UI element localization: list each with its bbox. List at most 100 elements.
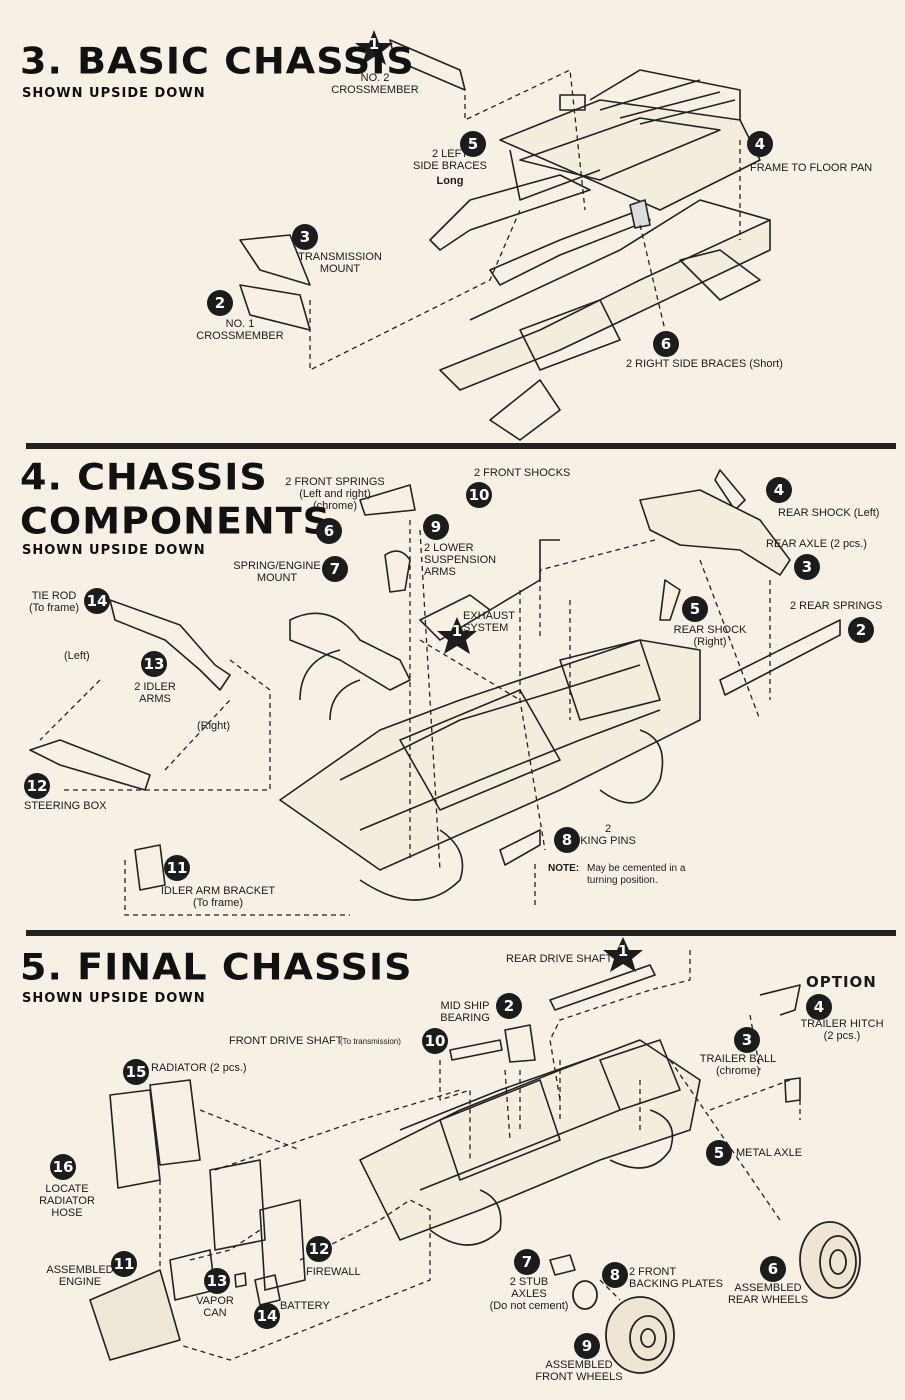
part-label-front-backing-plates: 2 FRONT BACKING PLATES	[629, 1266, 723, 1290]
note-text: May be cemented in a turning position.	[587, 863, 686, 886]
part-badge-s4-2: 2	[848, 617, 874, 643]
part-badge-s5-14: 14	[254, 1303, 280, 1329]
part-badge-s5-4: 4	[806, 994, 832, 1020]
part-label-assembled-front-wheels: ASSEMBLED FRONT WHEELS	[535, 1359, 623, 1383]
part-label-firewall: FIREWALL	[306, 1266, 361, 1278]
section-divider	[26, 443, 896, 449]
part-badge-s4-6: 6	[316, 518, 342, 544]
part-label-assembled-engine: ASSEMBLED ENGINE	[46, 1264, 114, 1288]
part-label-no2-crossmember: NO. 2 CROSSMEMBER	[331, 72, 419, 96]
part-badge-s4-3: 3	[794, 554, 820, 580]
part-label-front-shocks: 2 FRONT SHOCKS	[474, 467, 571, 479]
part-label-battery: BATTERY	[280, 1300, 330, 1312]
part-label-mid-ship-bearing: MID SHIP BEARING	[440, 1000, 490, 1024]
star-marker-section-3	[355, 30, 393, 65]
assembly-lines-section-5	[159, 950, 801, 1361]
section-4-title-line2: COMPONENTS	[20, 500, 332, 542]
part-badge-s5-6: 6	[760, 1256, 786, 1282]
section-5-subtitle: SHOWN UPSIDE DOWN	[22, 991, 206, 1006]
chassis-section-5	[89, 964, 801, 1361]
part-badge-s5-15: 15	[123, 1059, 149, 1085]
part-label-idler-arm-bracket: IDLER ARM BRACKET (To frame)	[160, 885, 276, 909]
part-label-stub-axles: 2 STUB AXLES (Do not cement)	[489, 1276, 569, 1312]
part-label-rear-shock-right: REAR SHOCK (Right)	[673, 624, 747, 648]
part-label-exhaust-system: EXHAUST SYSTEM	[463, 610, 515, 634]
part-badge-s4-12: 12	[24, 773, 50, 799]
part-label-trailer-ball: TRAILER BALL (chrome)	[699, 1053, 777, 1077]
part-badge-s3-4: 4	[747, 131, 773, 157]
part-label-radiator: RADIATOR (2 pcs.)	[151, 1062, 247, 1074]
assembly-lines-section-3	[309, 69, 741, 371]
part-label-rear-springs: 2 REAR SPRINGS	[790, 600, 883, 612]
part-label-left-side-braces: 2 LEFT SIDE BRACES	[413, 148, 487, 172]
part-badge-s5-16: 16	[50, 1154, 76, 1180]
star-markers	[355, 30, 643, 972]
section-4-title-line1: 4. CHASSIS	[20, 456, 268, 498]
part-label-locate-radiator-hose: LOCATE RADIATOR HOSE	[39, 1183, 95, 1219]
part-badge-s5-10: 10	[422, 1028, 448, 1054]
chassis-section-4	[29, 469, 841, 901]
part-label-idler-arms: 2 IDLER ARMS	[134, 681, 176, 705]
part-label-no1-crossmember: NO. 1 CROSSMEMBER	[196, 318, 284, 342]
part-badge-s5-8: 8	[602, 1262, 628, 1288]
note-label: NOTE:	[548, 863, 580, 874]
section-5-title: 5. FINAL CHASSIS	[20, 946, 413, 988]
part-badge-s3-6: 6	[653, 331, 679, 357]
option-heading: OPTION	[806, 973, 877, 991]
part-badge-s5-12: 12	[306, 1236, 332, 1262]
part-badge-s5-9: 9	[574, 1333, 600, 1359]
part-badge-s5-7: 7	[514, 1249, 540, 1275]
part-badge-s5-13: 13	[204, 1268, 230, 1294]
part-label-front-drive-shaft: FRONT DRIVE SHAFT	[229, 1035, 343, 1047]
part-label-rear-drive-shaft: REAR DRIVE SHAFT	[506, 953, 613, 965]
part-badge-s3-2: 2	[207, 290, 233, 316]
part-badge-s4-5: 5	[682, 596, 708, 622]
section-divider	[26, 930, 896, 936]
part-label-vapor-can: VAPOR CAN	[196, 1295, 234, 1319]
part-badge-s3-3: 3	[292, 224, 318, 250]
part-badge-s4-7: 7	[322, 556, 348, 582]
part-label-steering-box: STEERING BOX	[24, 800, 107, 812]
part-label-metal-axle: METAL AXLE	[736, 1147, 803, 1159]
part-badge-s5-11: 11	[111, 1251, 137, 1277]
assembly-lines-section-4	[39, 520, 771, 916]
label-right: (Right)	[197, 720, 231, 732]
section-4-subtitle: SHOWN UPSIDE DOWN	[22, 543, 206, 558]
section-3-subtitle: SHOWN UPSIDE DOWN	[22, 86, 206, 101]
part-label-tie-rod: TIE ROD (To frame)	[28, 590, 80, 614]
part-label-rear-axle: REAR AXLE (2 pcs.)	[766, 538, 867, 550]
part-badge-s5-2: 2	[496, 993, 522, 1019]
part-label-frame-to-floor-pan: FRAME TO FLOOR PAN	[750, 162, 873, 174]
part-badge-s4-4: 4	[766, 477, 792, 503]
star-marker-section-5	[603, 937, 643, 972]
part-label-assembled-rear-wheels: ASSEMBLED REAR WHEELS	[727, 1282, 809, 1306]
part-badge-s5-3: 3	[734, 1027, 760, 1053]
part-label-lower-suspension-arms: 2 LOWER SUSPENSION ARMS	[424, 542, 497, 578]
part-badge-s4-9: 9	[423, 514, 449, 540]
label-left: (Left)	[64, 650, 90, 662]
part-label-trailer-hitch: TRAILER HITCH (2 pcs.)	[800, 1018, 884, 1042]
part-badge-s4-13: 13	[141, 651, 167, 677]
part-marker-s4-1: 1	[451, 622, 463, 640]
part-badge-s4-11: 11	[164, 855, 190, 881]
star-marker-section-4	[437, 617, 477, 654]
part-badge-s3-5: 5	[460, 131, 486, 157]
wheels-section-5	[572, 1221, 861, 1374]
part-marker-s5-1: 1	[617, 942, 629, 960]
part-label-right-side-braces: 2 RIGHT SIDE BRACES (Short)	[626, 358, 783, 370]
part-label-front-springs: 2 FRONT SPRINGS (Left and right) (chrome…	[285, 476, 385, 512]
part-label-king-pins: 2 KING PINS	[580, 823, 636, 847]
part-label-transmission-mount: TRANSMISSION MOUNT	[298, 251, 382, 275]
section-3-title: 3. BASIC CHASSIS	[20, 40, 415, 82]
part-label-spring-engine-mount: SPRING/ENGINE MOUNT	[233, 560, 321, 584]
part-badge-s4-10: 10	[466, 482, 492, 508]
frame-rails-section-3	[239, 39, 771, 441]
part-badge-s4-8: 8	[554, 827, 580, 853]
part-label-long: Long	[436, 175, 464, 187]
part-badge-s5-5: 5	[706, 1140, 732, 1166]
part-marker-s3-1: 1	[368, 35, 380, 53]
part-label-to-transmission: (To transmission)	[340, 1037, 401, 1046]
part-label-rear-shock-left: REAR SHOCK (Left)	[778, 507, 880, 519]
